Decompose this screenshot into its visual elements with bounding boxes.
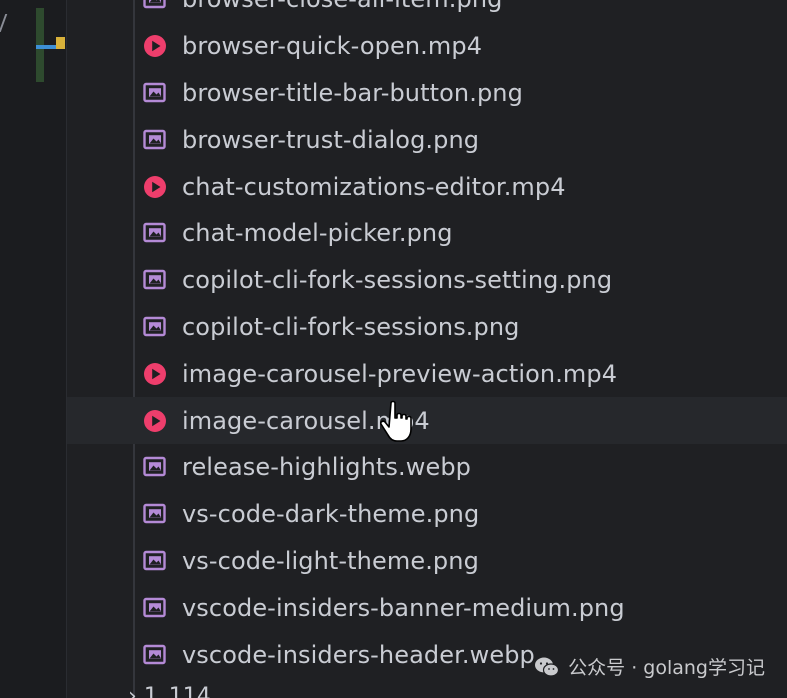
- video-file-icon: [143, 175, 167, 199]
- image-file-icon: [143, 502, 167, 526]
- file-row[interactable]: vscode-insiders-banner-medium.png: [0, 584, 787, 631]
- file-name: vscode-insiders-header.webp: [182, 640, 535, 669]
- file-row[interactable]: vs-code-light-theme.png: [0, 538, 787, 585]
- file-tree: browser-close-all-item.png browser-quick-…: [0, 0, 787, 678]
- watermark-text: 公众号 · golang学习记: [568, 657, 765, 679]
- image-file-icon: [143, 643, 167, 667]
- activity-gutter: [0, 0, 66, 698]
- image-file-icon: [143, 128, 167, 152]
- file-name: release-highlights.webp: [182, 453, 471, 482]
- hand-cursor-icon: [380, 400, 412, 442]
- file-row[interactable]: release-highlights.webp: [0, 444, 787, 491]
- file-name: browser-close-all-item.png: [182, 0, 502, 13]
- file-name: chat-customizations-editor.mp4: [182, 172, 566, 201]
- watermark: 公众号 · golang学习记: [534, 653, 765, 680]
- file-name: chat-model-picker.png: [182, 219, 453, 248]
- file-row[interactable]: browser-title-bar-button.png: [0, 70, 787, 117]
- file-row[interactable]: image-carousel.mp4: [67, 397, 787, 444]
- file-name: browser-quick-open.mp4: [182, 32, 483, 61]
- file-name: vs-code-light-theme.png: [182, 546, 479, 575]
- file-name: browser-trust-dialog.png: [182, 125, 480, 154]
- file-row[interactable]: vscode-insiders-header.webp: [0, 631, 787, 678]
- video-file-icon: [143, 409, 167, 433]
- file-row[interactable]: chat-model-picker.png: [0, 210, 787, 257]
- file-row[interactable]: copilot-cli-fork-sessions.png: [0, 304, 787, 351]
- image-file-icon: [143, 268, 167, 292]
- scm-warning-indicator: [56, 37, 65, 49]
- folder-row-partial[interactable]: › 1_114: [128, 684, 211, 698]
- video-file-icon: [143, 34, 167, 58]
- image-file-icon: [143, 455, 167, 479]
- image-file-icon: [143, 0, 167, 11]
- file-name: vscode-insiders-banner-medium.png: [182, 593, 625, 622]
- folder-label: 1_114: [143, 684, 211, 698]
- image-file-icon: [143, 315, 167, 339]
- wechat-icon: [535, 657, 560, 677]
- file-row[interactable]: copilot-cli-fork-sessions-setting.png: [0, 257, 787, 304]
- indent-guide: [133, 0, 135, 698]
- file-row[interactable]: browser-trust-dialog.png: [0, 116, 787, 163]
- gutter-divider: [66, 0, 67, 698]
- image-file-icon: [143, 221, 167, 245]
- file-name: copilot-cli-fork-sessions-setting.png: [182, 266, 613, 295]
- chevron-right-icon: ›: [128, 684, 137, 698]
- scm-modified-indicator: [36, 45, 64, 49]
- file-row[interactable]: chat-customizations-editor.mp4: [0, 163, 787, 210]
- video-file-icon: [143, 362, 167, 386]
- file-row[interactable]: browser-close-all-item.png: [0, 0, 787, 23]
- image-file-icon: [143, 81, 167, 105]
- file-name: copilot-cli-fork-sessions.png: [182, 312, 520, 341]
- file-row[interactable]: browser-quick-open.mp4: [0, 23, 787, 70]
- file-name: browser-title-bar-button.png: [182, 78, 523, 107]
- file-name: vs-code-dark-theme.png: [182, 500, 480, 529]
- image-file-icon: [143, 596, 167, 620]
- image-file-icon: [143, 549, 167, 573]
- file-row[interactable]: image-carousel-preview-action.mp4: [0, 350, 787, 397]
- file-row[interactable]: vs-code-dark-theme.png: [0, 491, 787, 538]
- file-name: image-carousel-preview-action.mp4: [182, 359, 618, 388]
